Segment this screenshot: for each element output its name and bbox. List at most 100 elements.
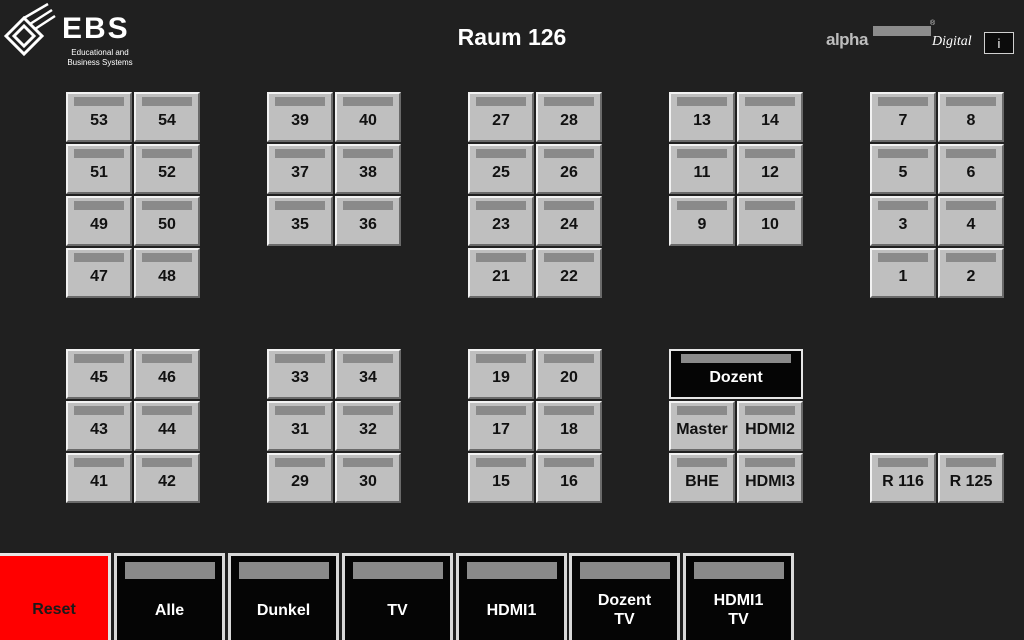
seat-button[interactable]: 50 xyxy=(134,196,200,246)
hdmi1-button[interactable]: HDMI1 xyxy=(456,553,567,640)
seat-button[interactable]: 32 xyxy=(335,401,401,451)
seat-button[interactable]: 46 xyxy=(134,349,200,399)
seat-button[interactable]: 6 xyxy=(938,144,1004,194)
seat-button[interactable]: 54 xyxy=(134,92,200,142)
reset-button[interactable]: Reset xyxy=(0,553,111,640)
dunkel-button[interactable]: Dunkel xyxy=(228,553,339,640)
seat-button[interactable]: 51 xyxy=(66,144,132,194)
seat-button[interactable]: 9 xyxy=(669,196,735,246)
seat-button[interactable]: 3 xyxy=(870,196,936,246)
seat-button[interactable]: 18 xyxy=(536,401,602,451)
seat-button[interactable]: 7 xyxy=(870,92,936,142)
seat-label: 51 xyxy=(90,164,108,181)
seat-button[interactable]: 8 xyxy=(938,92,1004,142)
room-label: R 116 xyxy=(882,473,924,490)
bhe-button[interactable]: BHE xyxy=(669,453,735,503)
seat-button[interactable]: 53 xyxy=(66,92,132,142)
seat-button[interactable]: 48 xyxy=(134,248,200,298)
seat-indicator xyxy=(275,149,325,158)
seat-button[interactable]: 36 xyxy=(335,196,401,246)
alle-button[interactable]: Alle xyxy=(114,553,225,640)
seat-button[interactable]: 24 xyxy=(536,196,602,246)
seat-label: 28 xyxy=(560,112,578,129)
seat-indicator xyxy=(343,406,393,415)
room-r116-button[interactable]: R 116 xyxy=(870,453,936,503)
tv-button[interactable]: TV xyxy=(342,553,453,640)
seat-button[interactable]: 26 xyxy=(536,144,602,194)
seat-label: 38 xyxy=(359,164,377,181)
seat-label: 12 xyxy=(761,164,779,181)
seat-indicator xyxy=(74,149,124,158)
seat-button[interactable]: 42 xyxy=(134,453,200,503)
seat-button[interactable]: 27 xyxy=(468,92,534,142)
seat-label: 33 xyxy=(291,369,309,386)
seat-button[interactable]: 49 xyxy=(66,196,132,246)
hdmi2-button[interactable]: HDMI2 xyxy=(737,401,803,451)
seat-label: 5 xyxy=(898,164,908,181)
seat-indicator xyxy=(946,253,996,262)
seat-button[interactable]: 17 xyxy=(468,401,534,451)
seat-button[interactable]: 29 xyxy=(267,453,333,503)
seat-indicator xyxy=(946,97,996,106)
seat-label: 3 xyxy=(898,216,908,233)
master-button[interactable]: Master xyxy=(669,401,735,451)
seat-indicator xyxy=(878,97,928,106)
dozent-tv-indicator xyxy=(580,562,670,579)
seat-button[interactable]: 44 xyxy=(134,401,200,451)
seat-button[interactable]: 34 xyxy=(335,349,401,399)
hdmi3-button[interactable]: HDMI3 xyxy=(737,453,803,503)
seat-button[interactable]: 52 xyxy=(134,144,200,194)
seat-button[interactable]: 19 xyxy=(468,349,534,399)
seat-button[interactable]: 5 xyxy=(870,144,936,194)
seat-indicator xyxy=(677,97,727,106)
seat-button[interactable]: 10 xyxy=(737,196,803,246)
seat-indicator xyxy=(275,354,325,363)
seat-button[interactable]: 40 xyxy=(335,92,401,142)
seat-label: 14 xyxy=(761,112,779,129)
seat-button[interactable]: 43 xyxy=(66,401,132,451)
seat-button[interactable]: 12 xyxy=(737,144,803,194)
seat-button[interactable]: 41 xyxy=(66,453,132,503)
seat-indicator xyxy=(476,354,526,363)
seat-button[interactable]: 13 xyxy=(669,92,735,142)
seat-button[interactable]: 39 xyxy=(267,92,333,142)
seat-button[interactable]: 45 xyxy=(66,349,132,399)
seat-label: 41 xyxy=(90,473,108,490)
seat-indicator xyxy=(544,149,594,158)
info-button[interactable]: i xyxy=(984,32,1014,54)
seat-button[interactable]: 25 xyxy=(468,144,534,194)
seat-button[interactable]: 37 xyxy=(267,144,333,194)
seat-button[interactable]: 35 xyxy=(267,196,333,246)
page-title: Raum 126 xyxy=(457,24,567,50)
seat-button[interactable]: 30 xyxy=(335,453,401,503)
seat-button[interactable]: 22 xyxy=(536,248,602,298)
seat-button[interactable]: 47 xyxy=(66,248,132,298)
seat-button[interactable]: 4 xyxy=(938,196,1004,246)
seat-button[interactable]: 1 xyxy=(870,248,936,298)
seat-button[interactable]: 16 xyxy=(536,453,602,503)
seat-button[interactable]: 20 xyxy=(536,349,602,399)
tv-label: TV xyxy=(387,601,408,619)
seat-button[interactable]: 33 xyxy=(267,349,333,399)
seat-button[interactable]: 15 xyxy=(468,453,534,503)
seat-indicator xyxy=(745,149,795,158)
seat-indicator xyxy=(544,201,594,210)
seat-button[interactable]: 2 xyxy=(938,248,1004,298)
hdmi1-tv-button[interactable]: HDMI1 TV xyxy=(683,553,794,640)
seat-button[interactable]: 14 xyxy=(737,92,803,142)
seat-button[interactable]: 31 xyxy=(267,401,333,451)
seat-label: 16 xyxy=(560,473,578,490)
seat-button[interactable]: 23 xyxy=(468,196,534,246)
seat-indicator xyxy=(74,97,124,106)
seat-button[interactable]: 28 xyxy=(536,92,602,142)
seat-indicator xyxy=(142,406,192,415)
seat-button[interactable]: 11 xyxy=(669,144,735,194)
seat-label: 40 xyxy=(359,112,377,129)
dozent-button[interactable]: Dozent xyxy=(669,349,803,399)
seat-button[interactable]: 21 xyxy=(468,248,534,298)
seat-button[interactable]: 38 xyxy=(335,144,401,194)
alphadidact-logo: alpha ® Digital xyxy=(826,20,976,54)
room-r125-button[interactable]: R 125 xyxy=(938,453,1004,503)
dozent-tv-button[interactable]: Dozent TV xyxy=(569,553,680,640)
seat-label: 23 xyxy=(492,216,510,233)
